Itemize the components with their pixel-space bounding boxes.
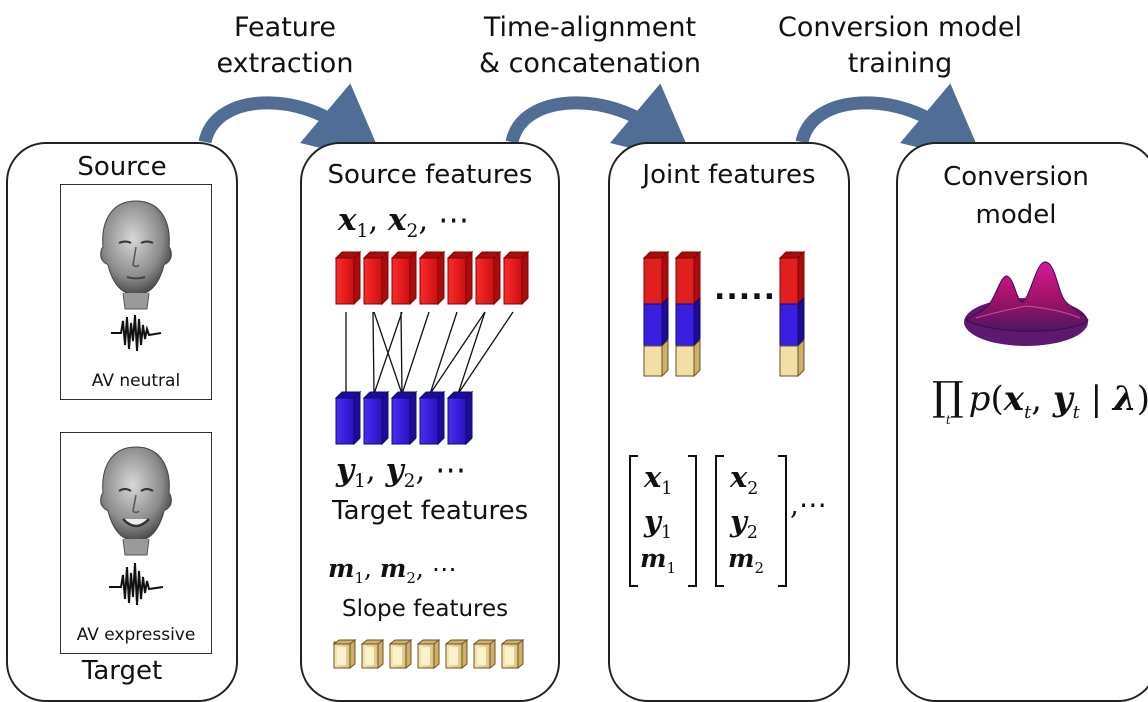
formula-x: x [1003,379,1024,419]
joint-feature-blocks [642,250,806,378]
target-feature-blocks [334,390,474,446]
v2-x-var: x [730,460,748,494]
step-label-line1: Feature [233,12,337,43]
x-var: x [338,202,357,238]
formula-lambda: λ [1112,379,1137,419]
title-line1: Conversion [943,162,1089,192]
x-sequence: x1, x2, ⋯ [338,202,470,243]
face-expressive-icon [100,446,172,606]
arrow-model-training-icon [795,83,985,164]
formula-y: y [1052,379,1073,419]
panel-title-source-features: Source features [327,160,533,190]
panel-title-joint-features: Joint features [642,160,816,190]
x-var: x [388,202,407,238]
card-caption-expressive: AV expressive [76,625,196,645]
alignment-lines [345,311,514,395]
panel-conversion-model: Conversion model ∏tp(xt, yt | λ) [896,142,1148,702]
v1-x-sub: 1 [661,478,673,499]
vector2-x: x2 [730,460,758,499]
vector1-m: m1 [640,544,676,577]
y-var: y [385,452,404,488]
m-sequence: m1, m2, ⋯ [328,554,457,587]
formula-x-sub: t [1023,401,1032,423]
panel-title-conversion-model: Conversion model [898,158,1134,234]
step-label-line2: training [847,48,953,79]
v1-m-sub: 1 [666,559,676,577]
arrow-time-alignment-icon [505,83,695,164]
y-tail: , ⋯ [415,452,467,488]
panel-title-source: Source [77,152,167,182]
m-var: m [328,554,355,583]
product-symbol: ∏ [932,374,964,420]
y-sequence: y1, y2, ⋯ [336,452,467,493]
step-label-line1: Conversion model [777,12,1023,43]
v2-m-sub: 2 [754,559,764,577]
step-label-feature-extraction: Feature extraction [200,10,370,82]
card-av-neutral: AV neutral [60,184,212,400]
feature-blocks-diagram [333,250,530,669]
step-label-model-training: Conversion model training [760,10,1040,82]
vector1-brackets [629,455,697,587]
step-label-line1: Time-alignment [483,12,697,43]
m-var: m [379,554,407,583]
m-sub: 2 [406,569,416,587]
v1-m-var: m [640,544,667,573]
panel-title-target: Target [81,656,163,686]
card-av-expressive: AV expressive [60,432,212,654]
gmm-surface-icon [964,261,1089,346]
card-caption-neutral: AV neutral [91,371,181,391]
joint-dots: ..... [714,272,776,307]
slope-features-label: Slope features [342,596,509,622]
v2-x-sub: 2 [747,478,759,499]
v2-y-sub: 2 [746,522,758,543]
step-label-line2: extraction [216,48,354,79]
vector2-y: y2 [730,504,758,543]
arrow-feature-extraction-icon [198,83,385,164]
x-sub: 2 [406,221,419,243]
vector2-m: m2 [728,544,764,577]
step-label-line2: & concatenation [478,48,702,79]
x-sub: 1 [356,221,369,243]
v2-m-var: m [728,544,755,573]
vector-tail: ,⋯ [790,488,827,521]
slope-blocks [332,638,525,670]
product-subscript: t [945,413,951,427]
y-sub: 1 [354,471,366,493]
x-tail: , ⋯ [418,202,470,238]
vector1-x: x1 [644,460,672,499]
panel-joint-features: Joint features ..... x1 y1 m1 x2 y2 [608,142,850,702]
target-features-label: Target features [332,496,529,526]
panel-source-features: Source features x1, x2, ⋯ [300,142,560,702]
v2-y-var: y [730,504,747,538]
panel-source-target: Source AV neutral [6,142,238,702]
y-sub: 2 [403,471,416,493]
likelihood-formula: ∏tp(xt, yt | λ) [932,374,1148,427]
y-var: y [336,452,355,488]
step-label-time-alignment: Time-alignment & concatenation [460,10,720,82]
v1-x-var: x [644,460,662,494]
m-tail: , ⋯ [415,554,457,583]
v1-y-sub: 1 [660,522,672,543]
v1-y-var: y [644,504,661,538]
joint-block [642,250,806,378]
face-neutral-icon [100,200,172,352]
title-line2: model [975,200,1057,230]
formula-p: p [968,379,991,419]
source-feature-blocks [334,250,530,306]
vector2-brackets [715,455,787,587]
formula-y-sub: t [1072,401,1080,423]
vector1-y: y1 [644,504,672,543]
m-sub: 1 [354,569,364,587]
